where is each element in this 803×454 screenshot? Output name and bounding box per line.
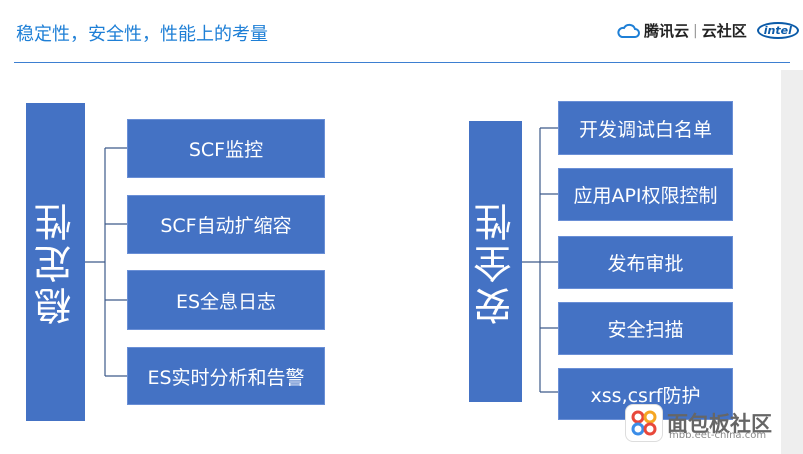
cloud-icon xyxy=(617,23,640,38)
watermark-icon xyxy=(625,404,663,442)
page-title: 稳定性，安全性，性能上的考量 xyxy=(16,24,268,45)
brand-community: 云社区 xyxy=(701,22,747,40)
security-node-2: 应用API权限控制 xyxy=(558,168,733,221)
security-label: 安全性 xyxy=(474,198,518,325)
brand-name: 腾讯云 xyxy=(644,22,690,40)
stability-node-3: ES全息日志 xyxy=(127,270,325,330)
stability-node-1: SCF监控 xyxy=(127,119,325,178)
stability-node-2: SCF自动扩缩容 xyxy=(127,195,325,254)
side-strip xyxy=(781,70,803,454)
security-node-1: 开发调试白名单 xyxy=(558,101,733,155)
brand-separator: | xyxy=(693,22,698,39)
stability-node-4: ES实时分析和告警 xyxy=(127,347,325,405)
watermark-url: mbb.eet-china.com xyxy=(669,430,767,441)
stability-root: 稳定性 xyxy=(26,103,85,421)
security-node-4: 安全扫描 xyxy=(558,302,733,355)
stability-label: 稳定性 xyxy=(34,199,78,325)
security-node-3: 发布审批 xyxy=(558,236,733,289)
watermark-text: 面包板社区 xyxy=(667,412,772,436)
watermark: 面包板社区 mbb.eet-china.com xyxy=(625,404,772,442)
brand-logo: 腾讯云 | 云社区 intel xyxy=(616,20,799,41)
intel-logo: intel xyxy=(756,22,799,39)
header-divider xyxy=(14,62,790,63)
security-root: 安全性 xyxy=(469,121,522,402)
